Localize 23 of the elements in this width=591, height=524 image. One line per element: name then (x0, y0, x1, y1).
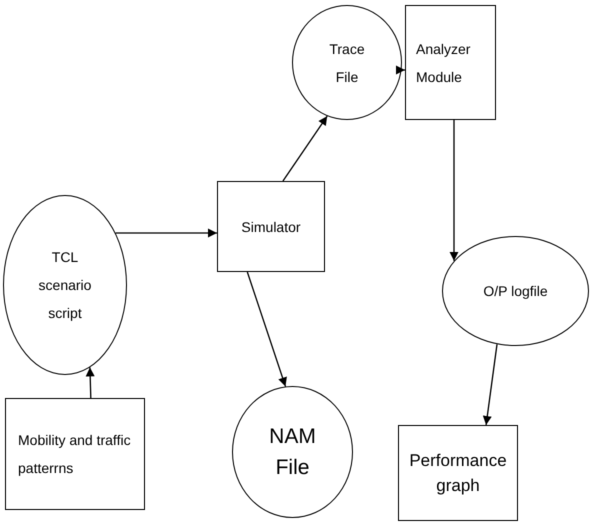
process-box (398, 425, 518, 521)
node-label: Analyzer Module (416, 40, 472, 86)
arrow (282, 116, 328, 182)
node-label: O/P logfile (482, 282, 549, 301)
ellipse-node (292, 5, 402, 120)
ellipse-node (442, 236, 589, 346)
arrow (396, 66, 405, 74)
node-label: Simulator (240, 218, 302, 236)
arrow (116, 228, 217, 238)
ellipse-node (232, 386, 353, 518)
process-box (217, 181, 325, 272)
node-label: Performance graph (408, 450, 508, 497)
arrow (482, 344, 498, 426)
ellipse-node (3, 195, 127, 375)
node-label: Mobility and traffic patterrns (18, 431, 132, 478)
arrow (246, 272, 287, 387)
node-label: NAM File (268, 424, 317, 481)
node-label: Trace File (328, 40, 366, 86)
arrow (86, 367, 95, 398)
arrow (450, 120, 458, 261)
process-box (405, 5, 496, 120)
process-box (5, 398, 145, 510)
node-label: TCL scenario script (38, 248, 92, 323)
